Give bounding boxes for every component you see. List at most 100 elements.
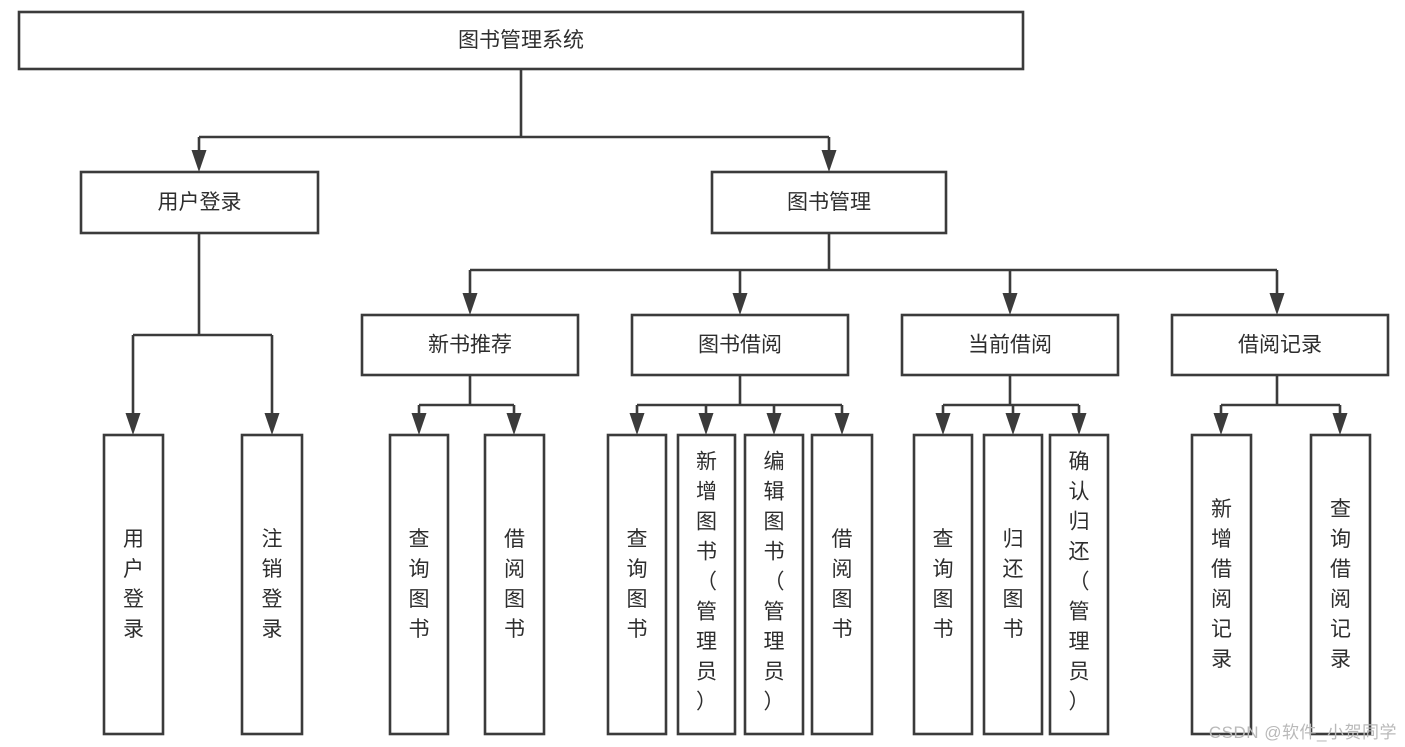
leaf-add-book-label-char: 员 <box>696 661 717 684</box>
leaf-add-borrow-record-label-char: 阅 <box>1211 588 1232 611</box>
leaf-borrow-book-1-label-char: 借 <box>504 528 525 551</box>
leaf-add-book-rect[interactable] <box>676 433 737 736</box>
connectors-layer <box>125 69 1348 435</box>
node-book-borrow[interactable]: 图书借阅 <box>630 313 850 377</box>
book-borrow-drop-1-arrowhead <box>698 413 714 435</box>
leaf-edit-book-label-char: 编 <box>764 451 785 474</box>
leaf-borrow-book-2-label-char: 借 <box>832 528 853 551</box>
leaf-query-book-2-rect[interactable] <box>606 433 668 736</box>
leaf-edit-book-label-char: ） <box>764 691 785 714</box>
borrow-record-drop-1-arrowhead <box>1332 413 1348 435</box>
leaf-query-book-1-label-char: 询 <box>409 558 430 581</box>
node-current-borrow[interactable]: 当前借阅 <box>900 313 1120 377</box>
leaf-edit-book-rect[interactable] <box>743 433 805 736</box>
leaf-return-book-label-char: 书 <box>1003 618 1024 641</box>
book-borrow-rect[interactable] <box>630 313 850 377</box>
node-borrow-record[interactable]: 借阅记录 <box>1170 313 1390 377</box>
current-borrow-rect[interactable] <box>900 313 1120 377</box>
watermark-text: CSDN @软件_小贺同学 <box>1208 723 1397 742</box>
leaf-borrow-book-2-label-char: 阅 <box>832 558 853 581</box>
leaf-edit-book-label-char: 图 <box>764 511 785 534</box>
leaf-user-login-rect[interactable] <box>102 433 165 736</box>
nodes-layer: 图书管理系统用户登录图书管理新书推荐图书借阅当前借阅借阅记录用户登录注销登录查询… <box>17 10 1390 736</box>
book-borrow-label: 图书借阅 <box>698 334 782 357</box>
leaf-add-borrow-record-rect[interactable] <box>1190 433 1253 736</box>
book-mgmt-drop-1-arrowhead <box>732 293 748 315</box>
borrow-record-drop-0-arrowhead <box>1213 413 1229 435</box>
leaf-borrow-book-2-rect[interactable] <box>810 433 874 736</box>
user-login-drop-0-arrowhead <box>125 413 141 435</box>
leaf-add-borrow-record-label-char: 新 <box>1211 498 1232 521</box>
leaf-query-borrow-record-rect[interactable] <box>1309 433 1372 736</box>
leaf-add-book-label-char: 管 <box>696 601 717 624</box>
borrow-record-rect[interactable] <box>1170 313 1390 377</box>
node-leaf-user-login[interactable]: 用户登录 <box>102 433 165 736</box>
leaf-confirm-return-label-char: 理 <box>1069 631 1090 654</box>
leaf-query-borrow-record-label-char: 询 <box>1330 528 1351 551</box>
leaf-add-book-label-char: 图 <box>696 511 717 534</box>
current-borrow-label: 当前借阅 <box>968 334 1052 357</box>
root-label: 图书管理系统 <box>458 29 584 52</box>
leaf-add-borrow-record-label-char: 记 <box>1211 618 1232 641</box>
leaf-query-book-2-label-char: 图 <box>627 588 648 611</box>
user-login-label: 用户登录 <box>158 191 242 214</box>
leaf-add-book-label-char: （ <box>696 571 717 594</box>
book-management-label: 图书管理 <box>787 191 871 214</box>
node-user-login[interactable]: 用户登录 <box>79 170 320 235</box>
leaf-logout-label-char: 注 <box>262 528 283 551</box>
current-borrow-drop-2-arrowhead <box>1071 413 1087 435</box>
leaf-query-book-1-rect[interactable] <box>388 433 450 736</box>
new-book-recommend-drop-0-arrowhead <box>411 413 427 435</box>
borrow-record-label: 借阅记录 <box>1238 334 1322 357</box>
leaf-borrow-book-1-rect[interactable] <box>483 433 546 736</box>
node-root[interactable]: 图书管理系统 <box>17 10 1025 71</box>
leaf-return-book-rect[interactable] <box>982 433 1044 736</box>
leaf-confirm-return-label-char: 确 <box>1069 451 1090 474</box>
node-book-management[interactable]: 图书管理 <box>710 170 948 235</box>
leaf-confirm-return-label-char: 认 <box>1069 481 1090 504</box>
leaf-user-login-label-char: 登 <box>123 588 144 611</box>
book-management-rect[interactable] <box>710 170 948 235</box>
root-rect[interactable] <box>17 10 1025 71</box>
leaf-query-borrow-record-label-char: 阅 <box>1330 588 1351 611</box>
leaf-borrow-book-2-label-char: 书 <box>832 618 853 641</box>
leaf-add-borrow-record-label-char: 增 <box>1211 528 1232 551</box>
leaf-confirm-return-label-char: ） <box>1069 691 1090 714</box>
leaf-logout-label-char: 录 <box>262 618 283 641</box>
leaf-query-book-2-label-char: 书 <box>627 618 648 641</box>
leaf-confirm-return-label-char: 还 <box>1069 541 1090 564</box>
root-drop-0-arrowhead <box>191 150 207 172</box>
leaf-query-book-3-rect[interactable] <box>912 433 974 736</box>
leaf-user-login-label-char: 录 <box>123 618 144 641</box>
node-new-book-recommend[interactable]: 新书推荐 <box>360 313 580 377</box>
leaf-return-book-label-char: 还 <box>1003 558 1024 581</box>
leaf-logout-rect[interactable] <box>240 433 304 736</box>
leaf-borrow-book-1-label-char: 阅 <box>504 558 525 581</box>
leaf-query-book-3-label-char: 书 <box>933 618 954 641</box>
leaf-borrow-book-2-label-char: 图 <box>832 588 853 611</box>
leaf-edit-book-label-char: 管 <box>764 601 785 624</box>
leaf-add-book-label-char: 理 <box>696 631 717 654</box>
leaf-add-book-label-char: 增 <box>696 481 717 504</box>
leaf-user-login-label-char: 户 <box>123 558 144 581</box>
book-borrow-drop-0-arrowhead <box>629 413 645 435</box>
leaf-add-book-label-char: 书 <box>696 541 717 564</box>
leaf-query-book-1-label-char: 图 <box>409 588 430 611</box>
user-login-rect[interactable] <box>79 170 320 235</box>
new-book-recommend-rect[interactable] <box>360 313 580 377</box>
leaf-confirm-return-rect[interactable] <box>1048 433 1110 736</box>
leaf-confirm-return-label-char: 员 <box>1069 661 1090 684</box>
